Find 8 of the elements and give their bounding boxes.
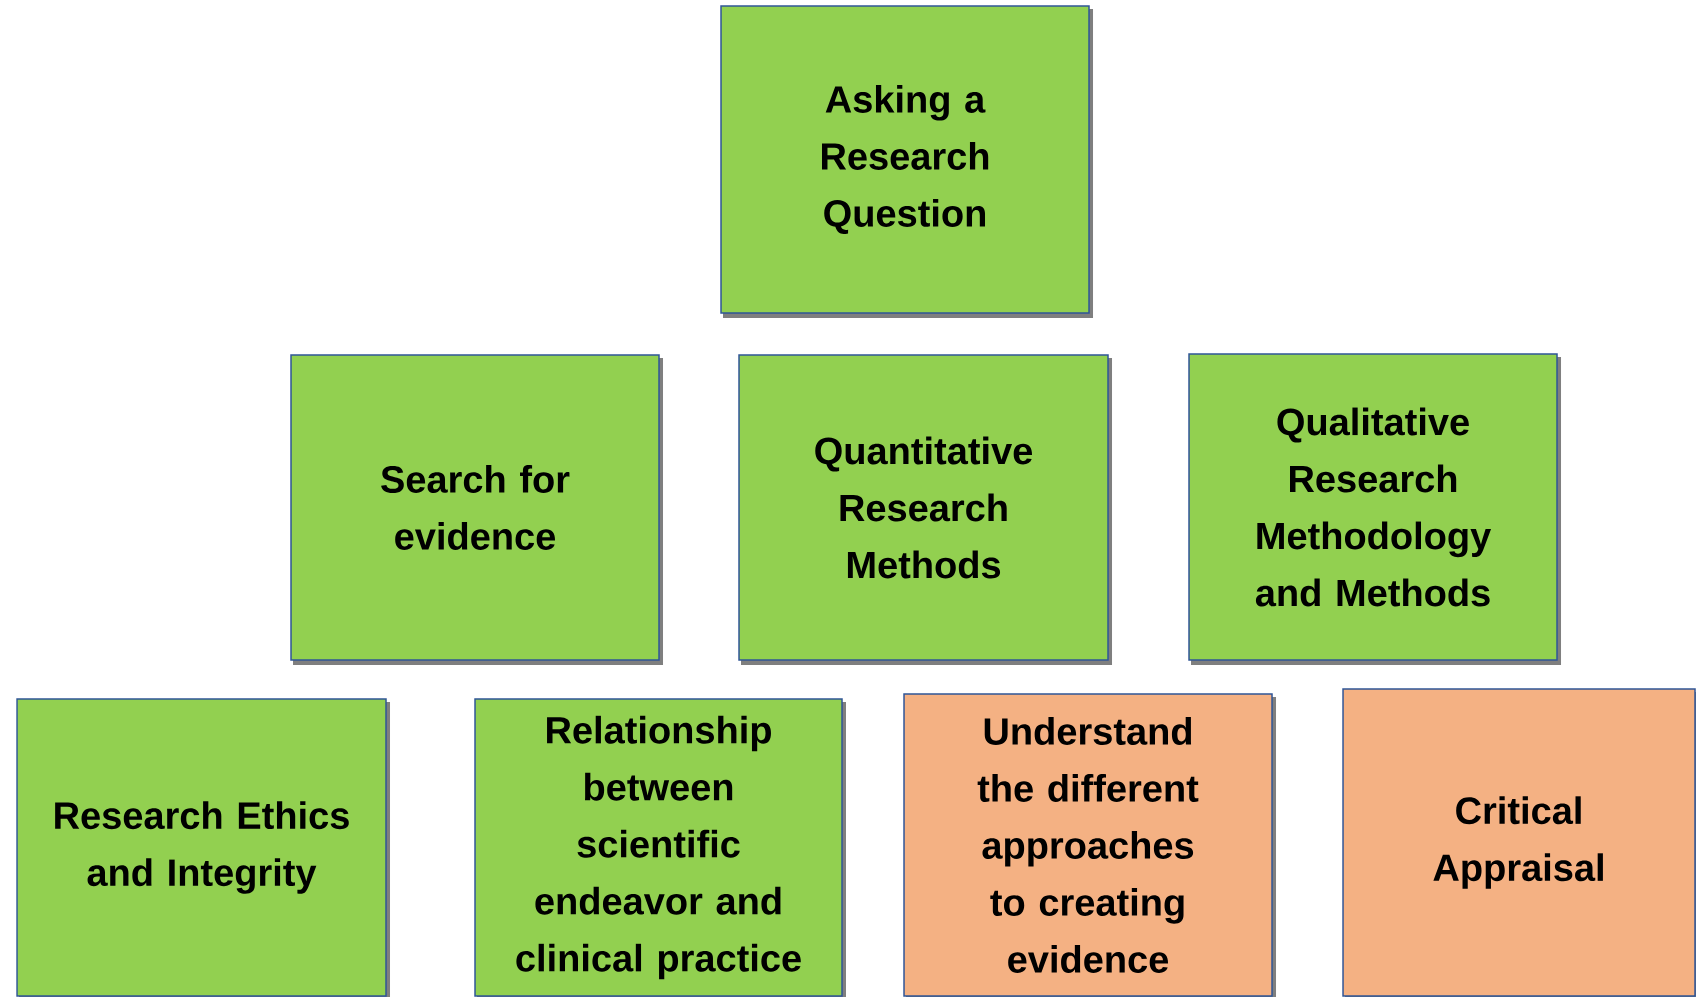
- topic-box: Critical Appraisal: [1342, 688, 1696, 997]
- topic-box: Research Ethics and Integrity: [16, 698, 390, 997]
- topic-box: Search for evidence: [290, 354, 663, 665]
- topic-box: Understand the different approaches to creating evidence: [903, 693, 1276, 997]
- topic-box: Qualitative Research Methodology and Methods: [1188, 353, 1561, 665]
- topic-box: Relationship between scientific endeavor and clinical practice: [474, 698, 846, 997]
- topic-box: Quantitative Research Methods: [738, 354, 1112, 665]
- topic-box: Asking a Research Question: [720, 5, 1093, 318]
